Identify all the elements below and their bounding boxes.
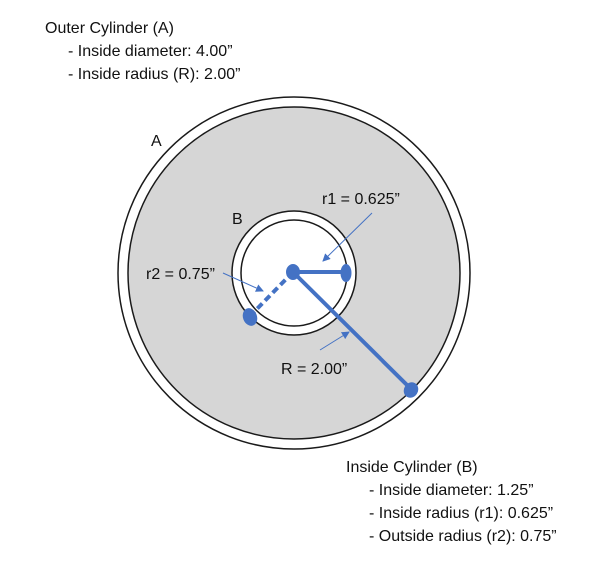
R-endpoint [403,382,419,398]
inside-cylinder-title: Inside Cylinder (B) [346,459,478,476]
inside-diameter: - Inside diameter: 1.25” [369,482,534,499]
inside-cylinder-info: Inside Cylinder (B) - Inside diameter: 1… [346,456,557,548]
outer-cylinder-info: Outer Cylinder (A) - Inside diameter: 4.… [45,17,241,86]
label-b: B [232,211,243,228]
outer-inside-radius: - Inside radius (R): 2.00” [68,66,241,83]
outer-cylinder-title: Outer Cylinder (A) [45,20,174,37]
r1-label: r1 = 0.625” [322,191,400,208]
label-a: A [151,133,162,150]
r2-label: r2 = 0.75” [146,266,215,283]
r1-pointer-arrow [322,212,373,262]
inside-radius-r1: - Inside radius (r1): 0.625” [369,505,554,522]
r2-pointer-arrow [222,272,264,292]
radius-R-line [291,270,413,391]
r2-endpoint [242,308,258,326]
R-label: R = 2.00” [281,361,347,378]
outer-inside-diameter: - Inside diameter: 4.00” [68,43,233,60]
r1-endpoint [340,264,352,282]
outside-radius-r2: - Outside radius (r2): 0.75” [369,528,557,545]
center-point [286,264,300,280]
R-pointer-arrow [319,331,350,351]
